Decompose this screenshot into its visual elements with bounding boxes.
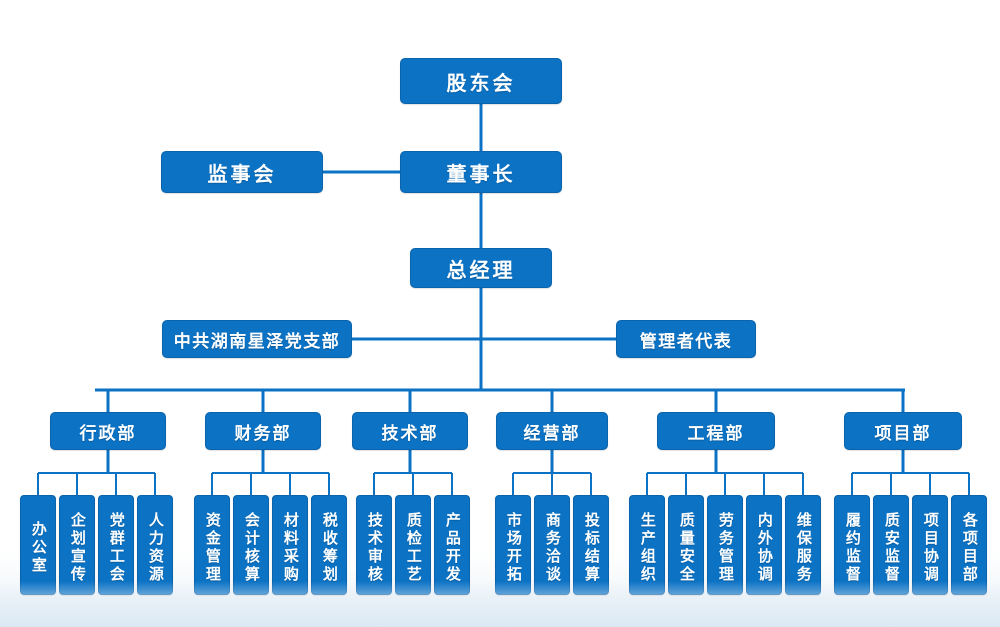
node-team-label: 产品开发: [443, 512, 462, 584]
node-team-label: 会计核算: [242, 512, 261, 584]
node-team-label: 市场开拓: [504, 512, 523, 584]
node-team-label: 技术审核: [365, 512, 384, 584]
node-supervisory-board[interactable]: 监事会: [161, 151, 323, 193]
node-team-label: 党群工会: [107, 512, 126, 584]
node-team[interactable]: 生产组织: [629, 495, 665, 595]
node-team-label: 质量安全: [677, 512, 696, 584]
node-team-label: 办公室: [29, 521, 48, 575]
node-team-label: 生产组织: [638, 512, 657, 584]
node-shareholders[interactable]: 股东会: [400, 58, 562, 104]
node-team[interactable]: 企划宣传: [59, 495, 95, 595]
node-team[interactable]: 项目协调: [912, 495, 948, 595]
node-team-label: 质检工艺: [404, 512, 423, 584]
node-team[interactable]: 各项目部: [951, 495, 987, 595]
node-party-branch[interactable]: 中共湖南星泽党支部: [162, 320, 352, 358]
node-team-label: 资金管理: [203, 512, 222, 584]
node-team-label: 劳务管理: [716, 512, 735, 584]
node-team-label: 企划宣传: [68, 512, 87, 584]
node-department[interactable]: 经营部: [496, 412, 608, 450]
node-team-label: 内外协调: [755, 512, 774, 584]
node-team-label: 材料采购: [281, 512, 300, 584]
node-team[interactable]: 会计核算: [233, 495, 269, 595]
node-department[interactable]: 技术部: [352, 412, 468, 450]
node-team-label: 税收筹划: [320, 512, 339, 584]
node-team[interactable]: 履约监督: [834, 495, 870, 595]
node-team[interactable]: 人力资源: [137, 495, 173, 595]
node-chairman[interactable]: 董事长: [400, 151, 562, 193]
node-team[interactable]: 税收筹划: [311, 495, 347, 595]
node-team-label: 投标结算: [582, 512, 601, 584]
node-team[interactable]: 资金管理: [194, 495, 230, 595]
node-team-label: 项目协调: [921, 512, 940, 584]
node-team-label: 质安监督: [882, 512, 901, 584]
node-team[interactable]: 产品开发: [434, 495, 470, 595]
node-management-representative[interactable]: 管理者代表: [616, 320, 756, 358]
node-team-label: 维保服务: [794, 512, 813, 584]
node-team[interactable]: 内外协调: [746, 495, 782, 595]
node-department[interactable]: 工程部: [657, 412, 775, 450]
node-team-label: 各项目部: [960, 512, 979, 584]
node-team-label: 人力资源: [146, 512, 165, 584]
node-team[interactable]: 市场开拓: [495, 495, 531, 595]
node-team[interactable]: 劳务管理: [707, 495, 743, 595]
node-department[interactable]: 项目部: [844, 412, 962, 450]
node-team[interactable]: 质安监督: [873, 495, 909, 595]
node-general-manager[interactable]: 总经理: [410, 248, 552, 288]
node-team-label: 商务洽谈: [543, 512, 562, 584]
node-department[interactable]: 行政部: [50, 412, 166, 450]
node-team[interactable]: 材料采购: [272, 495, 308, 595]
node-team[interactable]: 商务洽谈: [534, 495, 570, 595]
node-team[interactable]: 维保服务: [785, 495, 821, 595]
node-team-label: 履约监督: [843, 512, 862, 584]
node-department[interactable]: 财务部: [205, 412, 321, 450]
node-team[interactable]: 质量安全: [668, 495, 704, 595]
node-team[interactable]: 质检工艺: [395, 495, 431, 595]
node-team[interactable]: 投标结算: [573, 495, 609, 595]
node-team[interactable]: 技术审核: [356, 495, 392, 595]
node-team[interactable]: 党群工会: [98, 495, 134, 595]
node-team[interactable]: 办公室: [20, 495, 56, 595]
